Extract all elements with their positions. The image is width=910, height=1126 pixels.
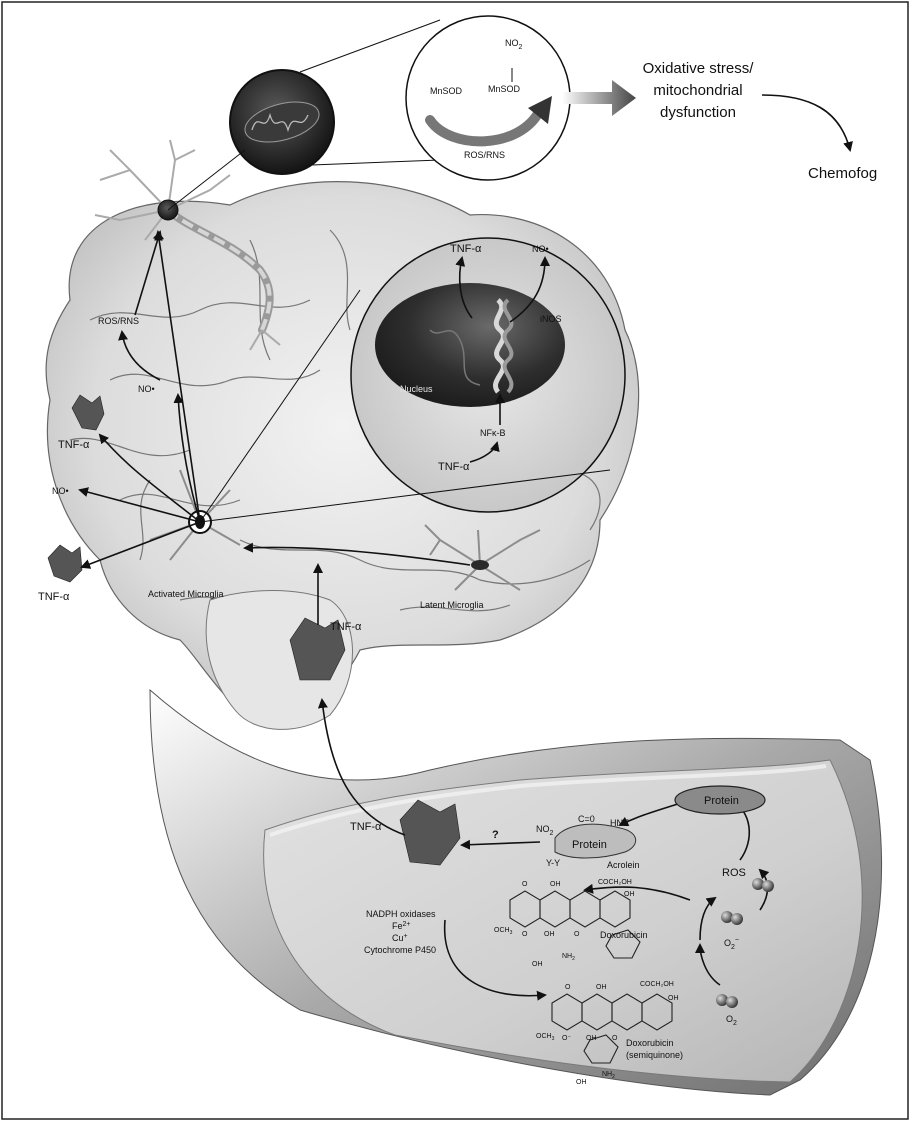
- svg-text:O: O: [574, 931, 580, 938]
- mitochondrion-inset: [168, 20, 440, 210]
- oxidative-stress-line-2: mitochondrial: [653, 82, 742, 99]
- oxidative-stress-line-1: Oxidative stress/: [643, 60, 755, 77]
- svg-text:OH: OH: [596, 984, 607, 991]
- cytochrome-label: Cytochrome P450: [364, 945, 436, 955]
- svg-text:O: O: [565, 984, 571, 991]
- doxorubicin-semi-label-1: Doxorubicin: [626, 1038, 674, 1048]
- arrow-to-chemofog: [762, 95, 850, 150]
- svg-text:O: O: [522, 931, 528, 938]
- vessel-protein-right-label: Protein: [704, 795, 739, 807]
- brain-no-left-label: NO•: [52, 486, 69, 496]
- svg-text:O⁻: O⁻: [562, 1035, 571, 1042]
- brain-tnf-bottom-left-label: TNF-α: [38, 591, 70, 603]
- brain-ros-rns-label: ROS/RNS: [98, 316, 139, 326]
- nucleus-tnf-top-label: TNF-α: [450, 243, 482, 255]
- latent-microglia-label: Latent Microglia: [420, 600, 484, 610]
- nucleus-label: Nucleus: [400, 384, 433, 394]
- mnsod-right-label: MnSOD: [488, 84, 521, 94]
- vessel-ros-label: ROS: [722, 867, 746, 879]
- svg-text:OH: OH: [532, 961, 543, 968]
- brainstem-tnf-label: TNF-α: [330, 621, 362, 633]
- chemofog-label: Chemofog: [808, 165, 877, 182]
- inos-label: iNOS: [540, 314, 562, 324]
- hne-label: HNE: [610, 818, 629, 828]
- acrolein-label: Acrolein: [607, 860, 640, 870]
- svg-text:OH: OH: [550, 881, 561, 888]
- vessel-protein-center-label: Protein: [572, 839, 607, 851]
- svg-text:COCH₂OH: COCH₂OH: [640, 981, 674, 988]
- big-gradient-arrow: [562, 80, 636, 116]
- yy-label: Y-Y: [546, 858, 560, 868]
- brain-no-upper-label: NO•: [138, 384, 155, 394]
- svg-text:O: O: [522, 881, 528, 888]
- question-mark-label: ?: [492, 829, 499, 841]
- svg-text:OH: OH: [544, 931, 555, 938]
- mnsod-left-label: MnSOD: [430, 86, 463, 96]
- svg-text:COCH₂OH: COCH₂OH: [598, 879, 632, 886]
- mnsod-ros-rns-label: ROS/RNS: [464, 150, 505, 160]
- nucleus-no-top-label: NO•: [532, 244, 549, 254]
- c-eq-o-label: C=0: [578, 814, 595, 824]
- svg-text:OH: OH: [668, 995, 679, 1002]
- activated-microglia-label: Activated Microglia: [148, 589, 224, 599]
- brain-tnf-left-label: TNF-α: [58, 439, 90, 451]
- svg-text:OH: OH: [624, 891, 635, 898]
- doxorubicin-label: Doxorubicin: [600, 930, 648, 940]
- oxidative-stress-line-3: dysfunction: [660, 104, 736, 121]
- nfkb-label: NFκ-B: [480, 428, 506, 438]
- svg-text:O: O: [612, 1035, 618, 1042]
- vessel-tnf-label: TNF-α: [350, 821, 382, 833]
- svg-text:OH: OH: [586, 1035, 597, 1042]
- nadph-label: NADPH oxidases: [366, 909, 436, 919]
- nucleus-tnf-bottom-label: TNF-α: [438, 461, 470, 473]
- svg-text:OH: OH: [576, 1079, 587, 1086]
- doxorubicin-semi-label-2: (semiquinone): [626, 1050, 683, 1060]
- blood-vessel: [150, 690, 882, 1095]
